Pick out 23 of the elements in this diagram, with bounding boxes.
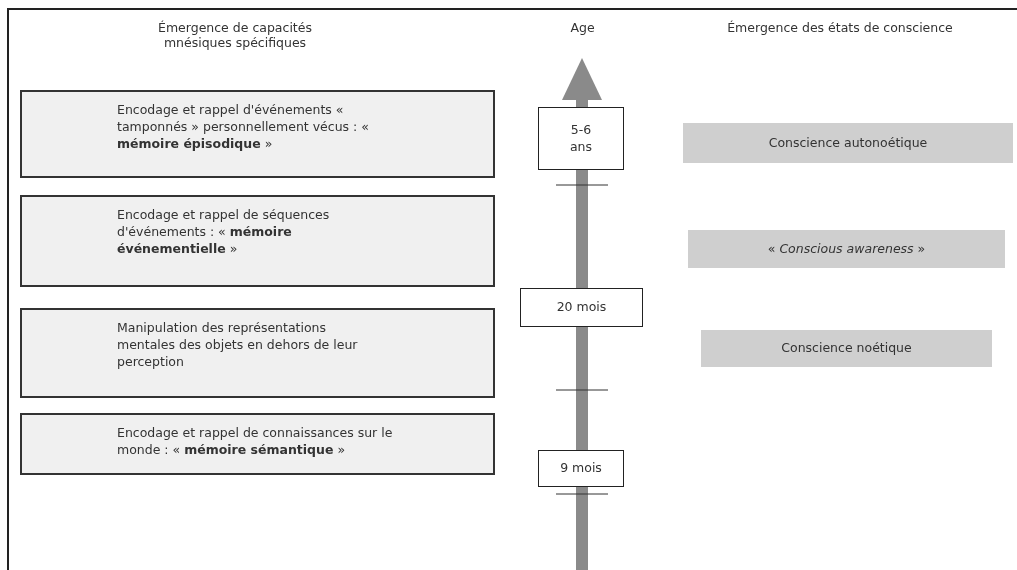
box-text: 9 mois [560, 460, 602, 477]
consciousness-bar [688, 230, 1005, 268]
box-text: 5-6 ans [568, 121, 594, 156]
memory-capacity-box [20, 90, 495, 178]
box-text: Encodage et rappel de séquences d'événements : « mémoire événementielle » [117, 207, 331, 258]
column-heading: Émergence de capacités mnésiques spécifiques [157, 20, 313, 50]
box-text: Encodage et rappel de connaissances sur le monde : « mémoire sémantique » [117, 425, 394, 459]
consciousness-bar [701, 330, 992, 367]
box-text: Conscience autonoétique [768, 134, 928, 152]
age-box [520, 288, 643, 327]
memory-capacity-box [20, 413, 495, 475]
box-text: 20 mois [556, 299, 607, 316]
box-text: Conscience noétique [781, 340, 912, 357]
age-box [538, 107, 624, 170]
memory-capacity-box [20, 195, 495, 287]
age-box [538, 450, 624, 487]
column-heading: Age [569, 20, 596, 35]
column-heading: Émergence des états de conscience [726, 20, 954, 35]
box-text: « Conscious awareness » [767, 240, 926, 258]
box-text: Manipulation des représentations mentales des objets en dehors de leur perception [117, 320, 359, 371]
box-text: Encodage et rappel d'événements « tamponnés » personnellement vécus : « mémoire épisodique » [117, 102, 370, 153]
consciousness-bar [683, 123, 1013, 163]
memory-capacity-box [20, 308, 495, 398]
